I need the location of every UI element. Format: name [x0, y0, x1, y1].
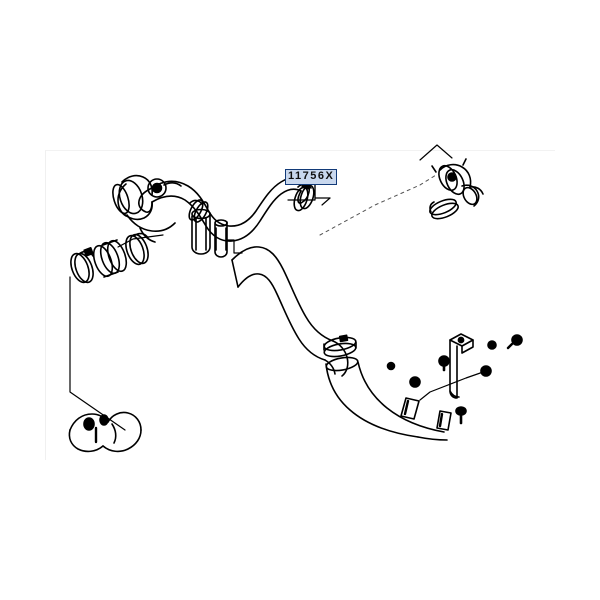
leader-clamp-to-label — [321, 197, 331, 206]
manifold-stub — [68, 411, 142, 453]
leader-bracket — [419, 370, 487, 401]
part-number-callout[interactable]: 11756X — [285, 169, 338, 185]
lower-tail-pipe — [325, 356, 448, 441]
gasket-strip-b — [215, 227, 227, 251]
leader-thermostat-top — [419, 144, 453, 161]
leader-gasket — [225, 239, 243, 254]
thermostat-housing — [431, 158, 484, 207]
gasket-strip-a — [214, 219, 228, 258]
upper-intake-hose — [138, 176, 311, 242]
housing-seal-ring — [429, 198, 459, 220]
bolt-a — [438, 355, 450, 372]
leader-thermostat-diagonal — [319, 174, 437, 236]
mounting-bracket — [449, 333, 474, 399]
hose-clamp-left-outer — [70, 247, 94, 284]
bellows-sleeve — [92, 239, 128, 278]
support-tab-left — [400, 397, 420, 420]
support-tab-right — [436, 410, 452, 431]
bolt-c — [506, 334, 523, 350]
mid-flange-block — [191, 208, 211, 255]
bolt-b — [455, 406, 467, 425]
nut-small-lower — [409, 376, 421, 388]
leader-left-clamp — [69, 276, 126, 431]
leader-bellows — [117, 234, 164, 248]
hose-clamp-upper-elbow — [188, 199, 209, 223]
nut-a — [487, 340, 497, 350]
leader-part-number-right — [314, 184, 331, 199]
inlet-barrel — [112, 174, 182, 243]
screw-vertical — [386, 361, 396, 371]
hose-clamp-lower-joint — [323, 334, 357, 358]
hose-clamp-left-inner — [125, 232, 149, 266]
hose-clamp-mid-right — [293, 181, 315, 212]
